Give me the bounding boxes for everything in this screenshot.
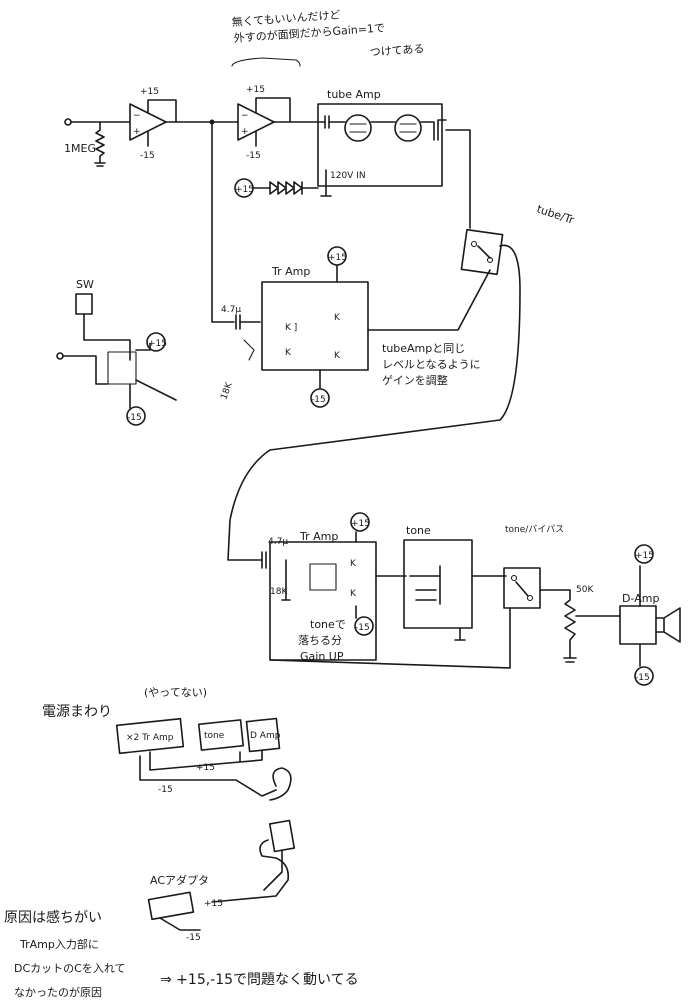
note-tube-match1: tubeAmpと同じ xyxy=(382,342,465,355)
note-power-title: 電源まわり xyxy=(42,704,112,720)
tr-transistor-2: K xyxy=(285,348,292,358)
label-blk-tone: tone xyxy=(204,731,225,741)
label-k-1: K xyxy=(334,313,341,323)
label-power-minus15: -15 xyxy=(158,785,173,795)
resistor-1meg xyxy=(95,121,105,164)
input-jack xyxy=(64,118,72,126)
label-blk-d: D Amp xyxy=(250,731,281,741)
note-tone-gain2: 落ちる分 xyxy=(298,634,342,647)
power-section: 電源まわり (やってない) ×2 Tr Amp tone D Amp +15 -… xyxy=(42,686,296,943)
label-opamp2-minus15: -15 xyxy=(246,151,261,161)
label-tr1-plus15: +15 xyxy=(328,253,347,263)
label-tr1-minus15: -15 xyxy=(311,395,326,405)
bottom-notes: 原因は感ちがい TrAmp入力部に DCカットのCを入れて なかったのが原因 ⇒… xyxy=(4,909,359,999)
tube-1 xyxy=(344,114,372,142)
label-blk-x2-tr: ×2 Tr Amp xyxy=(126,733,174,743)
tube-amp-block: tube Amp 120V IN xyxy=(317,88,471,229)
note-bracket xyxy=(231,57,301,67)
label-pot-50k: 50K xyxy=(576,585,594,595)
note-tube-match3: ゲインを調整 xyxy=(382,373,448,387)
note-bottom-result: ⇒ +15,-15で問題なく動いてる xyxy=(160,972,359,988)
svg-text:+: + xyxy=(133,127,141,137)
label-tube-amp: tube Amp xyxy=(327,88,381,101)
svg-text:−: − xyxy=(241,111,249,121)
label-ac-adapter: ACアダプタ xyxy=(150,873,209,887)
tube-supply: +15 xyxy=(234,178,319,198)
tr-amp-2: 4.7μ Tr Amp K K +15 -15 18K toneで 落ちる分 G… xyxy=(261,512,407,663)
note-tone-gain3: Gain UP xyxy=(300,650,344,663)
label-tube-supply-plus15: +15 xyxy=(235,185,254,195)
label-damp-minus15: -15 xyxy=(635,673,650,683)
label-k-2: K xyxy=(334,351,341,361)
tone-bypass-switch: tone/バイパス xyxy=(269,524,571,669)
input-stage: 1MEG − + +15 -15 − + +15 -15 xyxy=(64,85,326,167)
note-tone-gain1: toneで xyxy=(310,618,346,631)
note-bottom2: TrAmp入力部に xyxy=(19,937,99,951)
label-ac-minus15: -15 xyxy=(186,933,201,943)
label-sw: SW xyxy=(76,278,94,291)
tr-transistor-1: K ] xyxy=(285,323,297,333)
label-k-4: K xyxy=(350,589,357,599)
label-tr-amp-2: Tr Amp xyxy=(299,530,338,543)
svg-text:−: − xyxy=(133,111,141,121)
note-bottom1: 原因は感ちがい xyxy=(4,909,102,926)
svg-text:+: + xyxy=(241,127,249,137)
label-sw-plus15: +15 xyxy=(148,339,167,349)
label-1meg: 1MEG xyxy=(64,142,96,155)
d-amp-block: D-Amp +15 -15 xyxy=(619,544,681,686)
speaker-icon xyxy=(655,607,681,643)
note-top-line3: つけてある xyxy=(369,42,424,59)
label-sw-minus15: -15 xyxy=(127,413,142,423)
label-cap-47u: 4.7μ xyxy=(221,305,241,315)
label-tone: tone xyxy=(406,524,431,537)
top-note: 無くてもいいんだけど 外すのが面倒だからGain=1で つけてある xyxy=(231,7,425,67)
label-opamp2-plus15: +15 xyxy=(246,85,265,95)
label-tr2-minus15: -15 xyxy=(355,623,370,633)
label-tr2-plus15: +15 xyxy=(351,519,370,529)
label-r-18k-2: 18K xyxy=(270,587,288,597)
note-power-sub: (やってない) xyxy=(144,686,207,699)
tr-amp-1: 4.7μ Tr Amp K ] K K K +15 -15 18K xyxy=(211,121,491,408)
volume-pot: 50K xyxy=(563,585,621,663)
label-ac-plus15: +15 xyxy=(204,899,223,909)
label-opamp1-plus15: +15 xyxy=(140,87,159,97)
diode-chain xyxy=(269,181,303,195)
tube-2 xyxy=(394,114,422,142)
note-tube-match2: レベルとなるように xyxy=(382,358,481,371)
label-tone-bypass: tone/バイパス xyxy=(505,524,564,535)
note-bottom3: DCカットのCを入れて xyxy=(14,962,126,975)
label-tr-amp: Tr Amp xyxy=(271,265,310,278)
tone-block: tone xyxy=(403,524,507,641)
label-opamp1-minus15: -15 xyxy=(140,151,155,161)
note-bottom4: なかったのが原因 xyxy=(14,985,102,999)
label-tube-tr: tube/Tr xyxy=(535,202,576,226)
label-r-18k: 18K xyxy=(219,380,235,401)
label-120v: 120V IN xyxy=(330,171,366,181)
label-damp-plus15: +15 xyxy=(635,551,654,561)
label-power-plus15: +15 xyxy=(196,763,215,773)
label-k-3: K xyxy=(350,559,357,569)
sw-circuit: SW +15 -15 xyxy=(56,278,177,426)
